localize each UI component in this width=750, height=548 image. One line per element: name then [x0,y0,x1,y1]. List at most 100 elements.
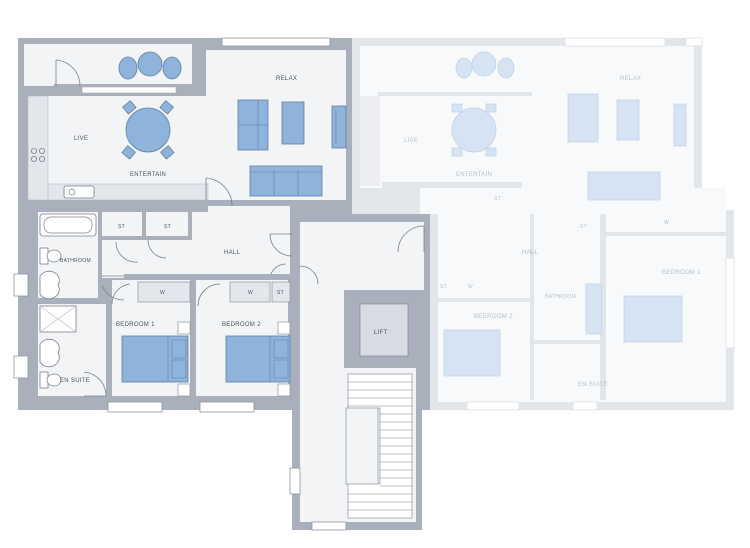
label-live: LIVE [74,136,88,142]
tv-unit [331,105,347,149]
right-label-bedroom2: BEDROOM 2 [474,314,513,320]
coffee-table [281,101,305,145]
label-w-b: W [248,290,253,296]
right-bath [585,283,603,335]
right-dining-chair-2 [485,103,497,113]
right-window-bottom2 [572,401,598,411]
core-window-left [289,467,301,495]
wall-bath-right [98,212,102,302]
label-bedroom1: BEDROOM 1 [116,322,155,328]
dining-chair-bl [121,145,136,160]
bedside-1b [177,383,191,397]
window-bottom-bedroom1 [107,401,163,413]
shower-icon [39,305,77,333]
window-left-ensuite [13,355,29,379]
right-balcony-chair-2 [497,57,515,79]
ensuite-basin-icon [39,338,60,368]
sofa-cushion-lines [250,170,322,196]
toilet-icon [39,247,62,265]
right-window-bottom1 [466,401,520,411]
label-bathroom: BATHROOM [60,258,91,264]
right-wall-4 [438,298,530,302]
armchair-cushion-lines [238,100,268,150]
store-c [271,281,291,303]
right-window-right [725,257,735,349]
label-w-a: W [160,290,165,296]
dining-table [125,107,171,153]
right-label-st-b: ST [580,224,587,230]
right-wall-2 [600,214,606,400]
left-unit: RELAX LIVE ENTERTAIN HALL BATHROOM BEDRO… [13,37,352,413]
right-wall-1 [530,214,534,400]
right-kitchen-counter [360,96,380,186]
core-window-bottom [311,521,347,531]
kitchen-counter-left [27,95,49,201]
wall-st-bottom [100,236,192,240]
lift-car [359,303,409,357]
right-label-relax: RELAX [620,76,641,82]
right-tv-unit [673,103,687,147]
right-wall-5 [606,232,726,236]
dining-chair-tr [159,100,174,115]
right-label-w-a: W [468,284,473,290]
sofa [249,165,323,197]
door-core-lower [299,265,319,285]
door-st-b [147,239,167,259]
right-label-hall: HALL [522,250,539,256]
right-dining-chair-1 [451,103,463,113]
right-unit: RELAX LIVE ENTERTAIN HALL BATHROOM BEDRO… [352,37,735,411]
right-balcony-chair-1 [455,57,473,79]
right-label-st-c: ST [440,284,447,290]
bedside-2b [277,383,291,397]
right-label-ensuite: EN SUITE [578,382,608,388]
door-bedroom1 [111,283,131,305]
bedside-1a [177,321,191,335]
door-ensuite [83,371,107,397]
balcony-chair-left [118,56,138,80]
bathtub-icon [39,213,97,237]
right-dining-table [451,107,497,153]
label-entertain: ENTERTAIN [130,172,166,178]
label-hall: HALL [224,250,241,256]
wall-st-divider-1 [142,212,146,238]
right-dining-chair-4 [485,147,497,157]
bed-2 [225,335,291,383]
wall-st-divider-2 [188,212,192,238]
wall-bath-bottom [38,298,102,304]
wall-ensuite-right [106,304,112,372]
right-window-topright [685,37,703,47]
hob-icon [30,147,46,162]
label-st-a: ST [118,224,125,230]
label-st-c: ST [277,290,284,296]
bed-1-pillows [167,336,187,382]
door-core-right [397,225,425,253]
bed-2-pillows [269,336,289,382]
door-bedroom2 [197,283,221,307]
window-left-bathroom [13,273,29,297]
wall-bedrooms-top [124,274,290,280]
label-relax: RELAX [276,76,297,82]
balcony-chair-right [162,56,182,80]
basin-icon [39,270,60,300]
hall-floor [100,206,290,278]
bedside-2a [277,321,291,335]
label-lift: LIFT [374,330,388,336]
door-balcony [55,59,81,87]
relax-divider-wall [192,44,206,96]
right-bed-1 [623,295,683,343]
right-kitchen-bar [382,182,522,188]
stairs [345,373,413,519]
label-ensuite: EN SUITE [60,378,90,384]
right-unit-floor [360,46,694,188]
right-label-bedroom1: BEDROOM 1 [662,270,701,276]
door-main [269,233,293,257]
right-label-st-a: ST [494,196,501,202]
ensuite-toilet-icon [39,371,62,389]
right-unit-floor-mid [420,188,726,214]
right-wall-3 [534,340,606,344]
dining-chair-tl [122,100,137,115]
central-core: LIFT [289,214,430,531]
right-balcony-wall [378,92,532,96]
balcony-glazing [81,86,177,94]
